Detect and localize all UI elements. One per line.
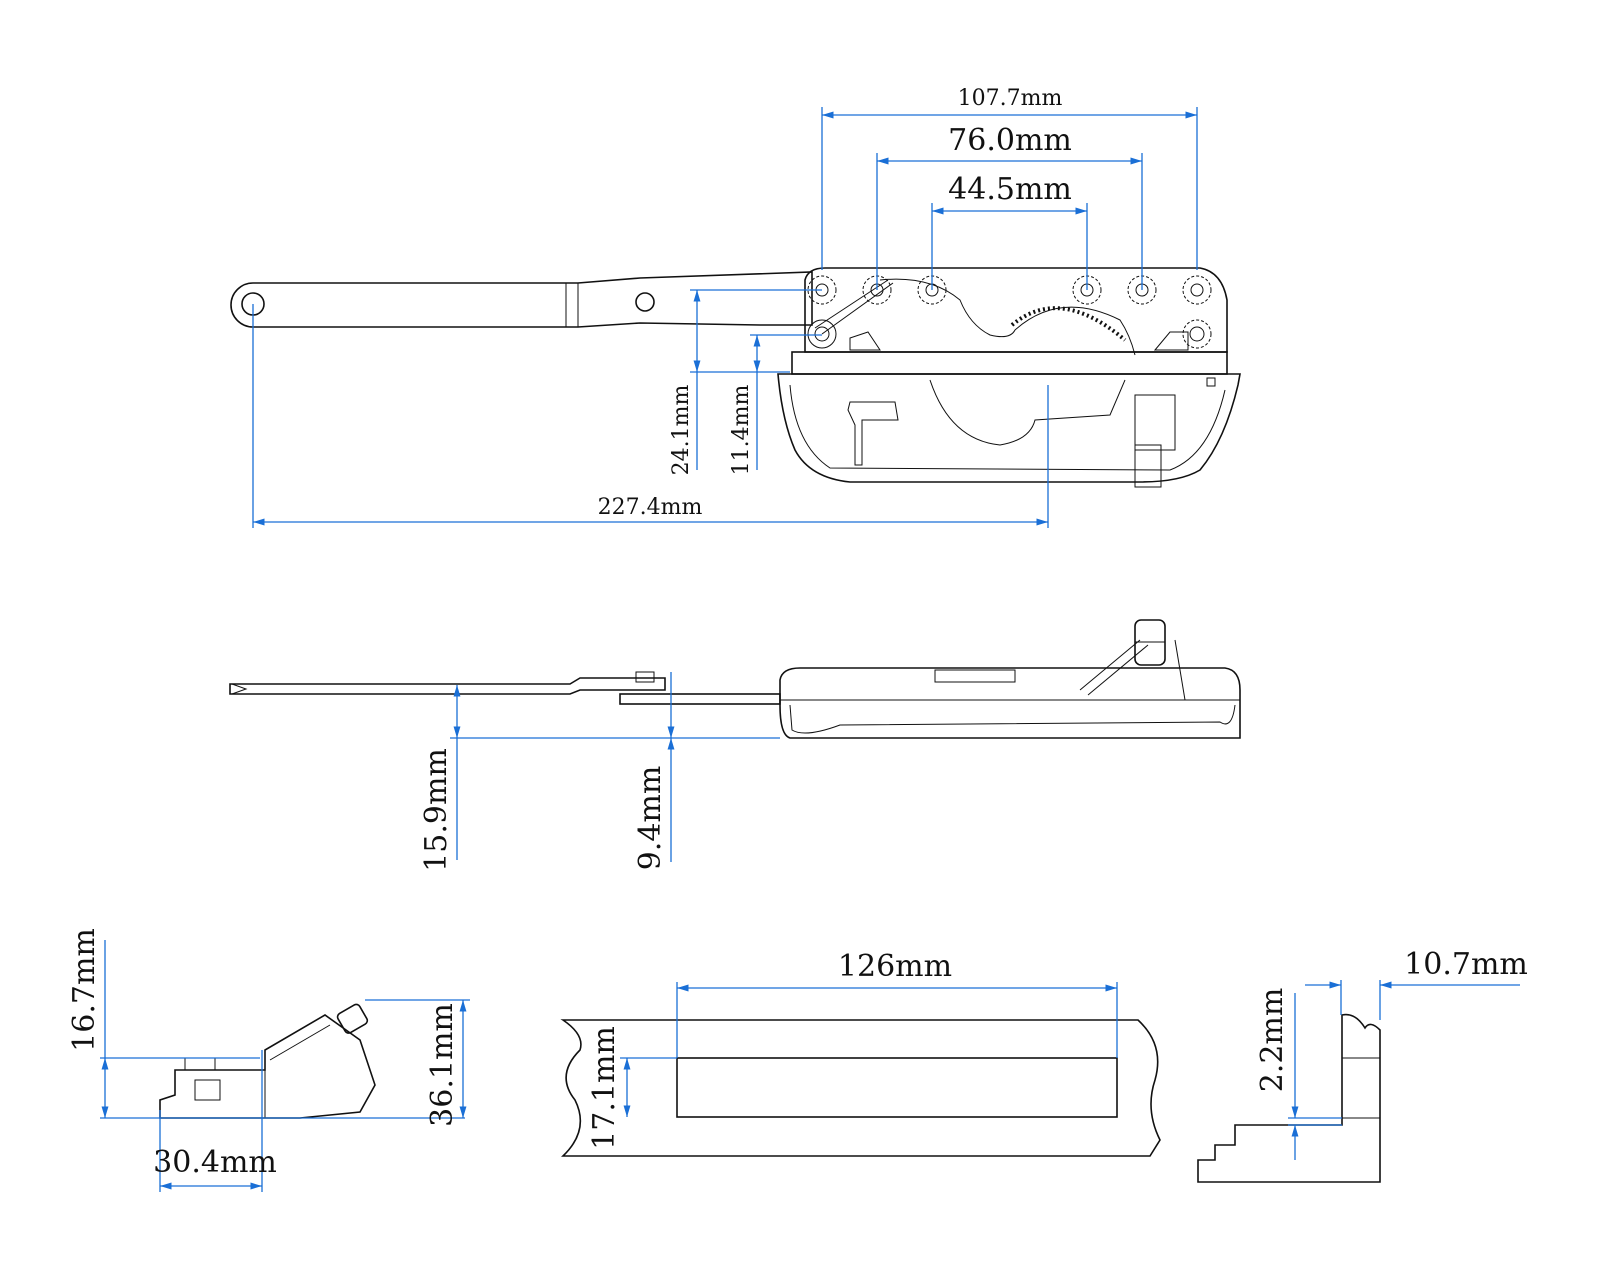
dim-label-126: 126mm: [838, 949, 952, 984]
dim-label-227-4: 227.4mm: [598, 495, 703, 520]
dim-label-24-1: 24.1mm: [669, 385, 694, 476]
dim-label-11-4: 11.4mm: [729, 385, 754, 476]
cutout-slot: [676, 1057, 1118, 1118]
arm-pivot-icon: [635, 292, 655, 312]
dim-label-16-7: 16.7mm: [67, 928, 102, 1052]
dim-label-9-4: 9.4mm: [633, 766, 668, 871]
mounting-holes: [807, 275, 1212, 349]
dim-label-30-4: 30.4mm: [153, 1145, 277, 1180]
end-view-dimensions: 16.7mm 36.1mm 30.4mm: [67, 928, 470, 1192]
operator-body: [804, 267, 1228, 353]
operator-housing: [777, 373, 1241, 483]
dim-label-10-7: 10.7mm: [1404, 947, 1528, 982]
crank-spline-icon: [1134, 444, 1162, 488]
section-dimensions: 10.7mm 2.2mm: [1255, 947, 1528, 1160]
crank-spline-icon: [336, 1003, 369, 1034]
dim-label-76-0: 76.0mm: [948, 123, 1072, 158]
cutout-view: [560, 1019, 1161, 1157]
dim-label-44-5: 44.5mm: [948, 172, 1072, 207]
end-view-operator: [159, 1003, 376, 1119]
top-view-dimensions: 107.7mm 76.0mm 44.5mm 24.1mm 11.4mm 227.…: [252, 86, 1198, 528]
top-view-operator: [230, 267, 1241, 488]
cutout-dimensions: 126mm 17.1mm: [587, 949, 1118, 1150]
side-view-operator: [229, 619, 1241, 739]
side-view-dimensions: 15.9mm 9.4mm: [419, 672, 780, 872]
dim-label-17-1: 17.1mm: [587, 1026, 622, 1150]
dim-label-15-9: 15.9mm: [419, 748, 454, 872]
gear-sector: [879, 278, 1136, 356]
dim-label-36-1: 36.1mm: [425, 1003, 460, 1127]
dim-label-107-7: 107.7mm: [958, 86, 1063, 111]
operator-arm: [230, 271, 813, 328]
dim-label-2-2: 2.2mm: [1255, 988, 1290, 1093]
section-view: [1197, 1013, 1381, 1183]
